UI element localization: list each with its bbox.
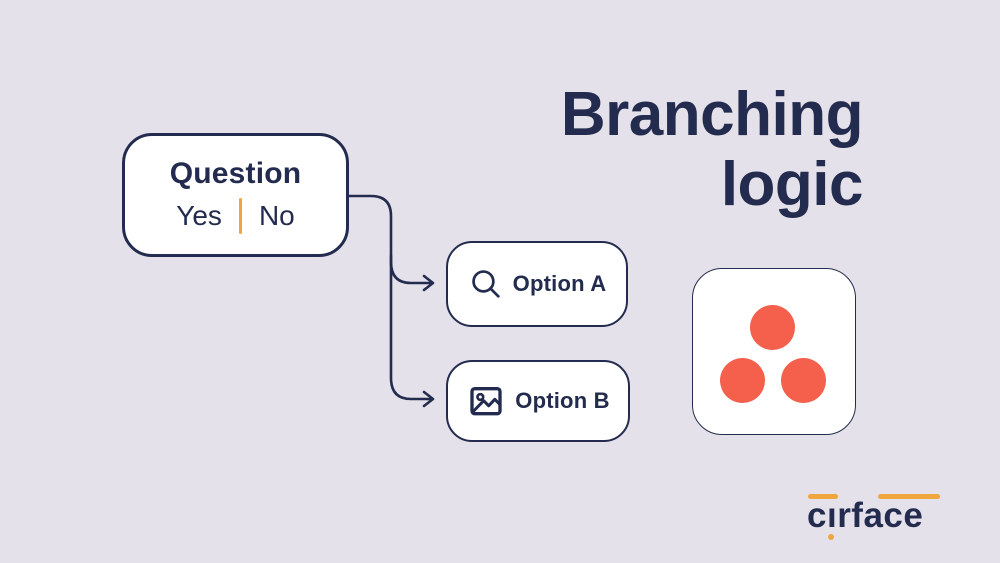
brand-wordmark: cırface [807,496,924,535]
brand-bar-left [808,494,838,499]
arrowhead-option-b [422,390,435,408]
yes-no-row: Yes No [176,197,295,234]
option-a-node: Option A [446,241,628,327]
brand-bar-right [878,494,940,499]
yes-no-divider [238,197,242,234]
asana-logo-card [692,268,856,435]
question-node: Question Yes No [122,133,349,257]
logo-dot-bottom-right [781,358,826,403]
brand-under-dot [828,534,834,540]
question-label: Question [169,156,302,190]
image-icon [470,386,502,416]
connector-to-option-b [389,254,433,401]
page-title-line1: Branching [560,80,864,149]
logo-dot-top [750,305,795,350]
page-title: Branching logic [560,80,864,220]
yes-label: Yes [176,199,222,231]
search-icon [471,270,500,298]
brand-logo: cırface [804,489,949,547]
page-title-line2: logic [720,150,864,219]
option-b-label: Option B [515,388,610,413]
option-a-label: Option A [512,271,607,296]
no-label: No [258,199,295,231]
option-b-node: Option B [446,360,630,442]
logo-dot-bottom-left [720,358,765,403]
connector-to-option-a [347,194,433,285]
arrowhead-option-a [422,274,435,292]
